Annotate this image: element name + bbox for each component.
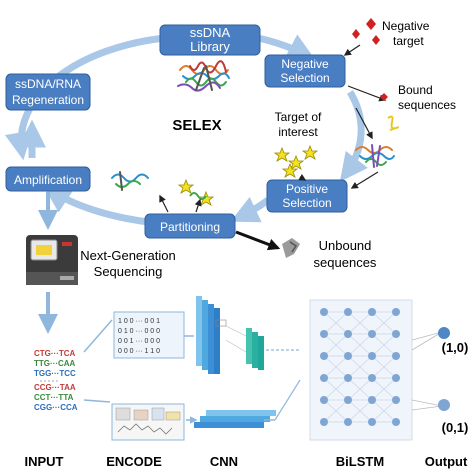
bilstm-node	[392, 374, 400, 382]
bilstm-node	[320, 396, 328, 404]
ssdna-library-icon	[177, 60, 230, 92]
input-sequences: CTG···TCA TTG···CAA TGG···TCC CCG···TAA …	[34, 349, 78, 412]
svg-text:ssDNA/RNA: ssDNA/RNA	[15, 77, 81, 91]
bilstm-node	[344, 418, 352, 426]
bilstm-node	[320, 308, 328, 316]
sequencer-icon	[26, 235, 78, 285]
bound-sequences-label: Bound	[398, 83, 433, 97]
svg-text:CCT···TTA: CCT···TTA	[34, 393, 74, 402]
svg-text:0 0 1 ··· 0 0 0: 0 0 1 ··· 0 0 0	[118, 338, 160, 345]
bilstm-node	[392, 330, 400, 338]
helix-icon	[111, 171, 149, 191]
svg-text:1 0 0 ··· 0 0 1: 1 0 0 ··· 0 0 1	[118, 318, 160, 325]
star-icon	[273, 144, 319, 178]
svg-text:0 1 0 ··· 0 0 0: 0 1 0 ··· 0 0 0	[118, 328, 160, 335]
helix-icon	[355, 144, 395, 168]
bilstm-node	[368, 418, 376, 426]
step-library: ssDNA Library	[159, 24, 261, 56]
svg-text:Library: Library	[190, 39, 230, 54]
svg-text:Amplification: Amplification	[14, 173, 82, 187]
step-amplification: Amplification	[5, 166, 91, 192]
svg-text:Selection: Selection	[280, 71, 329, 85]
bilstm-node	[344, 374, 352, 382]
feature-panel	[111, 403, 185, 441]
svg-text:sequences: sequences	[398, 98, 456, 112]
ngs-label: Next-Generation	[80, 248, 175, 263]
stage-label-output: Output	[425, 454, 468, 469]
step-regeneration: ssDNA/RNA Regeneration	[5, 73, 91, 111]
svg-text:ssDNA: ssDNA	[190, 25, 231, 40]
svg-text:TGG···TCC: TGG···TCC	[34, 369, 76, 378]
arrow-unbound	[235, 230, 281, 251]
svg-text:CTG···TCA: CTG···TCA	[34, 349, 76, 358]
svg-text:Regeneration: Regeneration	[12, 93, 84, 107]
bilstm-node	[320, 330, 328, 338]
bilstm-node	[320, 374, 328, 382]
bilstm-block	[309, 299, 413, 441]
one-hot-matrix: 1 0 0 ··· 0 0 1 0 1 0 ··· 0 0 0 0 0 1 ··…	[113, 311, 185, 359]
output-label-2: (0,1)	[442, 420, 469, 435]
stage-label-input: INPUT	[25, 454, 64, 469]
star-icon	[177, 178, 215, 206]
svg-text:Sequencing: Sequencing	[94, 264, 163, 279]
bilstm-node	[320, 418, 328, 426]
selex-title: SELEX	[172, 117, 221, 134]
bilstm-node	[344, 396, 352, 404]
step-negative-selection: Negative Selection	[264, 54, 346, 88]
svg-text:CGG···CCA: CGG···CCA	[34, 403, 78, 412]
svg-text:Partitioning: Partitioning	[160, 220, 220, 234]
svg-text:0 0 0 ··· 1 1 0: 0 0 0 ··· 1 1 0	[118, 348, 160, 355]
unbound-aptamer-icon	[282, 238, 300, 258]
svg-text:Negative: Negative	[281, 57, 329, 71]
bilstm-node	[368, 330, 376, 338]
negative-target-label: Negative	[382, 19, 430, 33]
step-positive-selection: Positive Selection	[266, 179, 348, 213]
bilstm-node	[368, 396, 376, 404]
dense-layer	[194, 410, 276, 428]
arrow-bound	[347, 85, 387, 102]
output-node-2	[438, 399, 450, 411]
bilstm-node	[368, 374, 376, 382]
bilstm-nodes	[320, 308, 400, 426]
bilstm-node	[392, 308, 400, 316]
stage-label-bilstm: BiLSTM	[336, 454, 384, 469]
stage-label-cnn: CNN	[210, 454, 238, 469]
output-node-1	[438, 327, 450, 339]
unbound-sequences-label: Unbound	[319, 238, 372, 253]
svg-text:CCG···TAA: CCG···TAA	[34, 383, 76, 392]
bilstm-node	[392, 396, 400, 404]
svg-text:TTG···CAA: TTG···CAA	[34, 359, 76, 368]
svg-text:Selection: Selection	[282, 196, 331, 210]
step-partitioning: Partitioning	[144, 213, 236, 239]
bilstm-node	[392, 418, 400, 426]
bilstm-node	[344, 330, 352, 338]
bilstm-node	[320, 352, 328, 360]
svg-text:interest: interest	[278, 125, 318, 139]
svg-text:target: target	[393, 34, 424, 48]
svg-text:Positive: Positive	[286, 182, 328, 196]
cnn-block	[196, 296, 264, 374]
bilstm-node	[368, 352, 376, 360]
bilstm-node	[392, 352, 400, 360]
target-of-interest-label: Target of	[275, 110, 322, 124]
negative-target-icon	[352, 18, 380, 45]
output-label-1: (1,0)	[442, 340, 469, 355]
bilstm-node	[344, 352, 352, 360]
bilstm-node	[368, 308, 376, 316]
stage-label-encode: ENCODE	[106, 454, 162, 469]
bilstm-node	[344, 308, 352, 316]
svg-text:sequences: sequences	[314, 255, 377, 270]
arrow-neg-target	[343, 44, 361, 56]
